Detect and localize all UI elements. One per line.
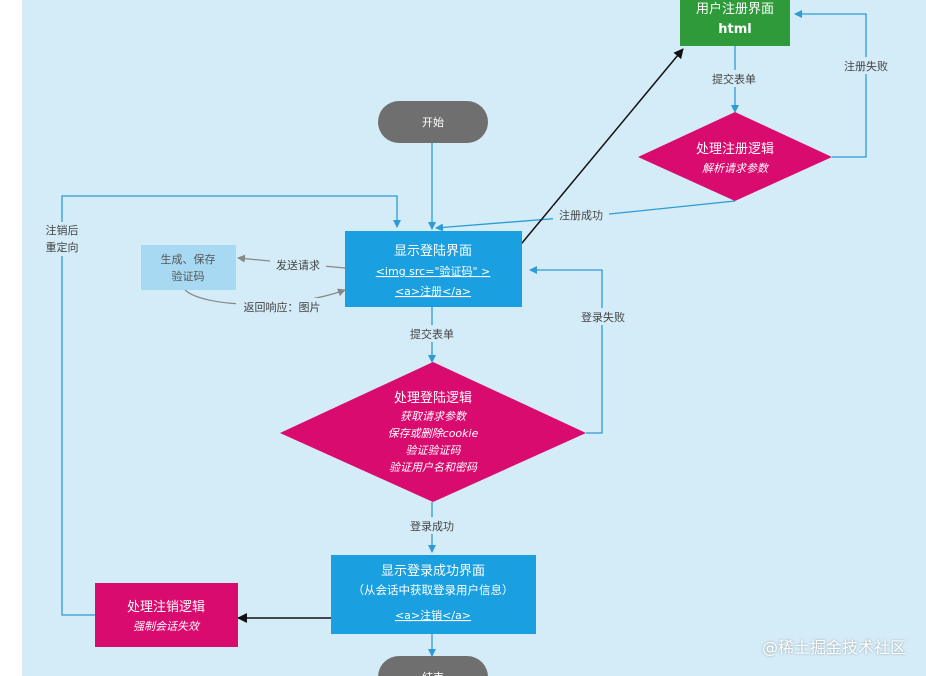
start-label: 开始 (422, 115, 444, 129)
login-page-line1: <img src="验证码" > (376, 264, 491, 278)
node-register-page: 用户注册界面 html (680, 0, 790, 46)
process-login-title: 处理登陆逻辑 (394, 390, 472, 406)
node-start: 开始 (378, 101, 488, 143)
process-login-line-4: 验证用户名和密码 (389, 461, 478, 474)
process-logout-subtitle: 强制会话失效 (133, 620, 201, 633)
label-logout-redirect-1: 注销后 (46, 223, 79, 237)
label-send-request: 发送请求 (276, 258, 320, 272)
register-page-title: 用户注册界面 (696, 1, 774, 17)
label-register-success: 注册成功 (559, 208, 603, 222)
node-process-logout: 处理注销逻辑 强制会话失效 (95, 583, 238, 647)
label-submit-form-top: 提交表单 (712, 72, 756, 86)
connector-login-failed-loop (529, 266, 603, 434)
node-process-login: 处理登陆逻辑 获取请求参数 保存或删除cookie 验证验证码 验证用户名和密码 (280, 362, 586, 502)
node-process-register: 处理注册逻辑 解析请求参数 (638, 112, 832, 201)
captcha-line-1: 生成、保存 (161, 252, 216, 266)
success-page-line2: <a>注销</a> (395, 608, 471, 622)
process-login-line-3: 验证验证码 (406, 444, 462, 457)
process-logout-title: 处理注销逻辑 (127, 600, 205, 615)
login-page-line2: <a>注册</a> (395, 284, 471, 298)
label-login-success: 登录成功 (410, 519, 454, 533)
success-page-line1: （从会话中获取登录用户信息） (353, 583, 514, 597)
label-register-failed: 注册失败 (844, 59, 888, 73)
end-label: 结束 (422, 671, 444, 676)
register-page-subtitle: html (718, 22, 751, 37)
node-captcha: 生成、保存 验证码 (141, 245, 236, 290)
captcha-line-2: 验证码 (172, 269, 205, 283)
process-login-line-2: 保存或删除cookie (388, 427, 479, 440)
success-page-title: 显示登录成功界面 (381, 564, 485, 579)
connector-labels: 提交表单 注册失败 注销后 重定向 注册成功 发送请求 返回响应：图片 提交表单… (40, 57, 894, 534)
node-login-page: 显示登陆界面 <img src="验证码" > <a>注册</a> (345, 231, 522, 307)
connector-register-failed-loop (794, 10, 867, 158)
node-success-page: 显示登录成功界面 （从会话中获取登录用户信息） <a>注销</a> (331, 555, 536, 634)
process-register-title: 处理注册逻辑 (696, 142, 774, 157)
connector-logout-redirect (61, 195, 401, 616)
label-login-failed: 登录失败 (581, 310, 625, 324)
label-submit-form-mid: 提交表单 (410, 327, 454, 341)
label-logout-redirect-2: 重定向 (46, 240, 79, 254)
login-page-title: 显示登陆界面 (394, 243, 472, 259)
process-login-line-1: 获取请求参数 (400, 410, 468, 423)
label-return-response: 返回响应：图片 (244, 300, 321, 314)
process-register-subtitle: 解析请求参数 (702, 162, 770, 175)
node-end: 结束 (378, 656, 488, 676)
watermark: @稀土掘金技术社区 (761, 638, 906, 657)
